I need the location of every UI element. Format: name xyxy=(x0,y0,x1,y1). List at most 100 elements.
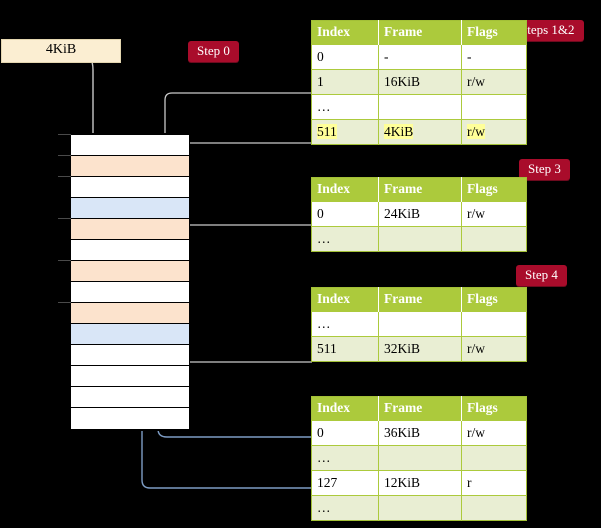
cell-frame-text: 4KiB xyxy=(384,124,414,139)
mem-tick-8 xyxy=(58,302,71,303)
column-header-frame: Frame xyxy=(378,287,462,312)
page-table-level-4: Index Frame Flags 0 - - 1 16KiB r/w … xyxy=(311,20,527,145)
cell-flags-text: r/w xyxy=(467,124,485,139)
cell-frame: - xyxy=(378,44,462,70)
cell-index: 0 xyxy=(311,44,379,70)
mem-frame-9 xyxy=(71,324,189,345)
cell-index: … xyxy=(311,94,379,120)
table-row: … xyxy=(311,94,527,120)
cell-index: 1 xyxy=(311,69,379,95)
cell-index: … xyxy=(311,445,379,471)
table-header-row: Index Frame Flags xyxy=(311,287,527,312)
column-header-flags: Flags xyxy=(461,20,527,45)
mem-tick-6 xyxy=(58,260,71,261)
mem-tick-1 xyxy=(58,155,71,156)
cell-frame: 24KiB xyxy=(378,201,462,227)
cell-frame: 4KiB xyxy=(378,119,462,145)
mem-frame-2 xyxy=(71,177,189,198)
column-header-frame: Frame xyxy=(378,20,462,45)
cell-frame xyxy=(378,495,462,521)
cell-index: 511 xyxy=(311,119,379,145)
cell-index: 511 xyxy=(311,336,379,362)
table-row: 0 - - xyxy=(311,44,527,70)
cell-flags: r/w xyxy=(461,420,527,446)
column-header-frame: Frame xyxy=(378,396,462,421)
cell-frame xyxy=(378,311,462,337)
page-table-level-3: Index Frame Flags 0 24KiB r/w … xyxy=(311,177,527,252)
link-t2row0-to-frame4 xyxy=(171,224,312,276)
cell-frame: 36KiB xyxy=(378,420,462,446)
mem-frame-8 xyxy=(71,303,189,324)
table-row: 0 24KiB r/w xyxy=(311,201,527,227)
mem-frame-6 xyxy=(71,261,189,282)
column-header-flags: Flags xyxy=(461,177,527,202)
table-header-row: Index Frame Flags xyxy=(311,177,527,202)
column-header-index: Index xyxy=(311,396,379,421)
cell-frame: 16KiB xyxy=(378,69,462,95)
mem-frame-3 xyxy=(71,198,189,219)
mem-frame-10 xyxy=(71,345,189,366)
mem-frame-13 xyxy=(71,408,189,429)
cell-flags xyxy=(461,445,527,471)
cell-index-text: 511 xyxy=(317,124,337,139)
cell-index: 127 xyxy=(311,470,379,496)
cell-frame: 12KiB xyxy=(378,470,462,496)
column-header-flags: Flags xyxy=(461,396,527,421)
column-header-index: Index xyxy=(311,177,379,202)
page-table-level-1: Index Frame Flags 0 36KiB r/w … 127 12Ki… xyxy=(311,396,527,521)
table-row: 127 12KiB r xyxy=(311,470,527,496)
cell-frame xyxy=(378,445,462,471)
step-chip-step-0: Step 0 xyxy=(188,41,239,62)
mem-frame-5 xyxy=(71,240,189,261)
column-header-flags: Flags xyxy=(461,287,527,312)
cell-index: 0 xyxy=(311,420,379,446)
table-row: 511 32KiB r/w xyxy=(311,336,527,362)
cell-flags: r/w xyxy=(461,69,527,95)
table-header-row: Index Frame Flags xyxy=(311,20,527,45)
link-t3row511-to-frame8 xyxy=(171,321,312,363)
mem-frame-12 xyxy=(71,387,189,408)
cell-flags: r xyxy=(461,470,527,496)
mem-tick-0 xyxy=(58,134,71,135)
cell-frame xyxy=(378,226,462,252)
step-chip-step-4: Step 4 xyxy=(516,265,567,286)
step-chip-steps-1-2: Steps 1&2 xyxy=(511,20,584,41)
table-row-highlighted: 511 4KiB r/w xyxy=(311,119,527,145)
mem-frame-7 xyxy=(71,282,189,303)
table-header-row: Index Frame Flags xyxy=(311,396,527,421)
cell-flags: - xyxy=(461,44,527,70)
cell-frame xyxy=(378,94,462,120)
cell-frame: 32KiB xyxy=(378,336,462,362)
cell-flags xyxy=(461,495,527,521)
cell-flags: r/w xyxy=(461,201,527,227)
mem-tick-2 xyxy=(58,176,71,177)
mem-frame-1 xyxy=(71,156,189,177)
page-table-level-2: Index Frame Flags … 511 32KiB r/w xyxy=(311,287,527,362)
cell-index: … xyxy=(311,226,379,252)
table-row: … xyxy=(311,495,527,521)
cell-index: … xyxy=(311,311,379,337)
cell-flags xyxy=(461,311,527,337)
cell-flags xyxy=(461,94,527,120)
physical-memory-column xyxy=(70,133,190,431)
table-row: 1 16KiB r/w xyxy=(311,69,527,95)
cell-flags xyxy=(461,226,527,252)
size-label-4kib: 4KiB xyxy=(1,39,121,63)
table-row: … xyxy=(311,311,527,337)
step-chip-step-3: Step 3 xyxy=(519,159,570,180)
mem-frame-4 xyxy=(71,219,189,240)
cell-flags: r/w xyxy=(461,119,527,145)
mem-tick-4 xyxy=(58,218,71,219)
table-row: 0 36KiB r/w xyxy=(311,420,527,446)
cell-index: … xyxy=(311,495,379,521)
column-header-index: Index xyxy=(311,20,379,45)
column-header-index: Index xyxy=(311,287,379,312)
mem-frame-0 xyxy=(71,135,189,156)
table-row: … xyxy=(311,445,527,471)
column-header-frame: Frame xyxy=(378,177,462,202)
cell-flags: r/w xyxy=(461,336,527,362)
link-t1row511-to-frame1 xyxy=(171,142,312,154)
cell-index: 0 xyxy=(311,201,379,227)
table-row: … xyxy=(311,226,527,252)
